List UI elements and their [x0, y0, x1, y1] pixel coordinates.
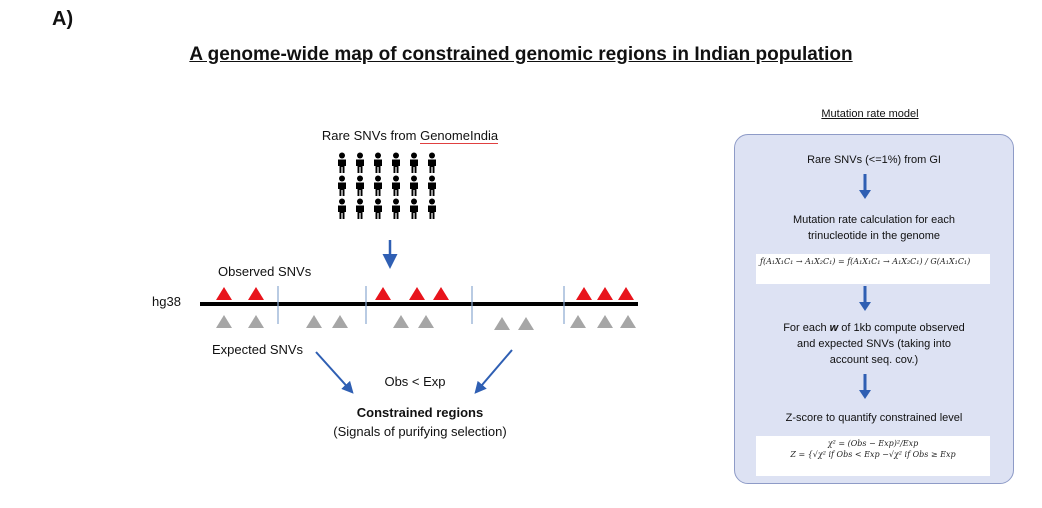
person-icon: [428, 175, 436, 196]
model-step-window-line1: For each w of 1kb compute observed: [744, 320, 1004, 336]
observed-snv-triangle: [216, 287, 232, 300]
comparison-label: Obs < Exp: [384, 374, 446, 389]
person-icon: [374, 175, 382, 196]
person-icon: [338, 152, 346, 173]
mutation-rate-formula: ƒ(A₁X₁C₁ → A₁X₂C₁) = f(A₁X₁C₁ → A₁X₂C₁) …: [756, 254, 990, 284]
constrained-regions-title: Constrained regions: [356, 405, 484, 420]
expected-to-constrained-arrow-icon: [315, 351, 354, 394]
expected-snv-triangle: [216, 315, 232, 328]
expected-snv-triangle: [620, 315, 636, 328]
expected-snv-triangle: [332, 315, 348, 328]
down-arrow-icon: [859, 374, 871, 399]
observed-snv-markers: [216, 287, 634, 300]
person-icon: [410, 198, 418, 219]
person-icon: [356, 152, 364, 173]
model-step-zscore: Z-score to quantify constrained level: [785, 412, 963, 424]
model-step-mutation-rate-line1: Mutation rate calculation for each: [792, 214, 956, 226]
person-icon: [392, 198, 400, 219]
expected-snv-triangle: [494, 317, 510, 330]
down-arrow-icon: [859, 286, 871, 311]
chi-square-formula: χ² = (Obs − Exp)²/Exp: [827, 439, 919, 448]
expected-snv-triangle: [248, 315, 264, 328]
model-step-window-line3: account seq. cov.): [829, 354, 919, 366]
person-icon: [392, 152, 400, 173]
expected-snv-triangle: [597, 315, 613, 328]
observed-snv-triangle: [576, 287, 592, 300]
person-icon: [428, 152, 436, 173]
window-dividers: [277, 286, 565, 324]
expected-snv-markers: [216, 315, 636, 330]
person-icon: [356, 175, 364, 196]
expected-snv-triangle: [518, 317, 534, 330]
expected-snvs-label: Expected SNVs: [212, 342, 304, 357]
model-step-rare-snvs: Rare SNVs (<=1%) from GI: [807, 154, 941, 166]
model-step-mutation-rate-line2: trinucleotide in the genome: [807, 230, 941, 242]
observed-to-constrained-arrow-icon: [474, 349, 513, 394]
expected-snv-triangle: [393, 315, 409, 328]
z-formula: Z = {√χ² if Obs < Exp −√χ² if Obs ≥ Exp: [790, 450, 956, 459]
zscore-formula: χ² = (Obs − Exp)²/Exp Z = {√χ² if Obs < …: [756, 436, 990, 476]
reference-genome-label: hg38: [152, 294, 181, 309]
step3-post: of 1kb compute observed: [838, 322, 965, 334]
constrained-regions-subtitle: (Signals of purifying selection): [333, 424, 507, 439]
figure-title: A genome-wide map of constrained genomic…: [189, 44, 853, 65]
source-prefix: Rare SNVs from: [321, 128, 421, 143]
observed-snv-triangle: [375, 287, 391, 300]
observed-snv-triangle: [433, 287, 449, 300]
mutation-model-title: Mutation rate model: [821, 108, 919, 120]
panel-label: A): [52, 8, 74, 30]
expected-snv-triangle: [418, 315, 434, 328]
rare-snv-source-label: Rare SNVs from GenomeIndia: [250, 128, 570, 144]
person-icon: [338, 198, 346, 219]
person-icon: [338, 175, 346, 196]
window-symbol: w: [829, 322, 839, 334]
mutation-model-box: [734, 134, 1014, 484]
person-icon: [428, 198, 436, 219]
source-name: GenomeIndia: [420, 128, 499, 144]
observed-snv-triangle: [248, 287, 264, 300]
model-step-window-line2: and expected SNVs (taking into: [796, 338, 952, 350]
observed-snv-triangle: [409, 287, 425, 300]
person-icon: [374, 198, 382, 219]
population-icons: [334, 152, 444, 219]
expected-snv-triangle: [570, 315, 586, 328]
person-icon: [374, 152, 382, 173]
person-icon: [410, 175, 418, 196]
observed-snv-triangle: [618, 287, 634, 300]
person-icon: [410, 152, 418, 173]
step3-pre: For each: [783, 322, 830, 334]
observed-snvs-label: Observed SNVs: [218, 264, 312, 279]
observed-snv-triangle: [597, 287, 613, 300]
expected-snv-triangle: [306, 315, 322, 328]
person-icon: [356, 198, 364, 219]
person-icon: [392, 175, 400, 196]
down-arrow-icon: [859, 174, 871, 199]
